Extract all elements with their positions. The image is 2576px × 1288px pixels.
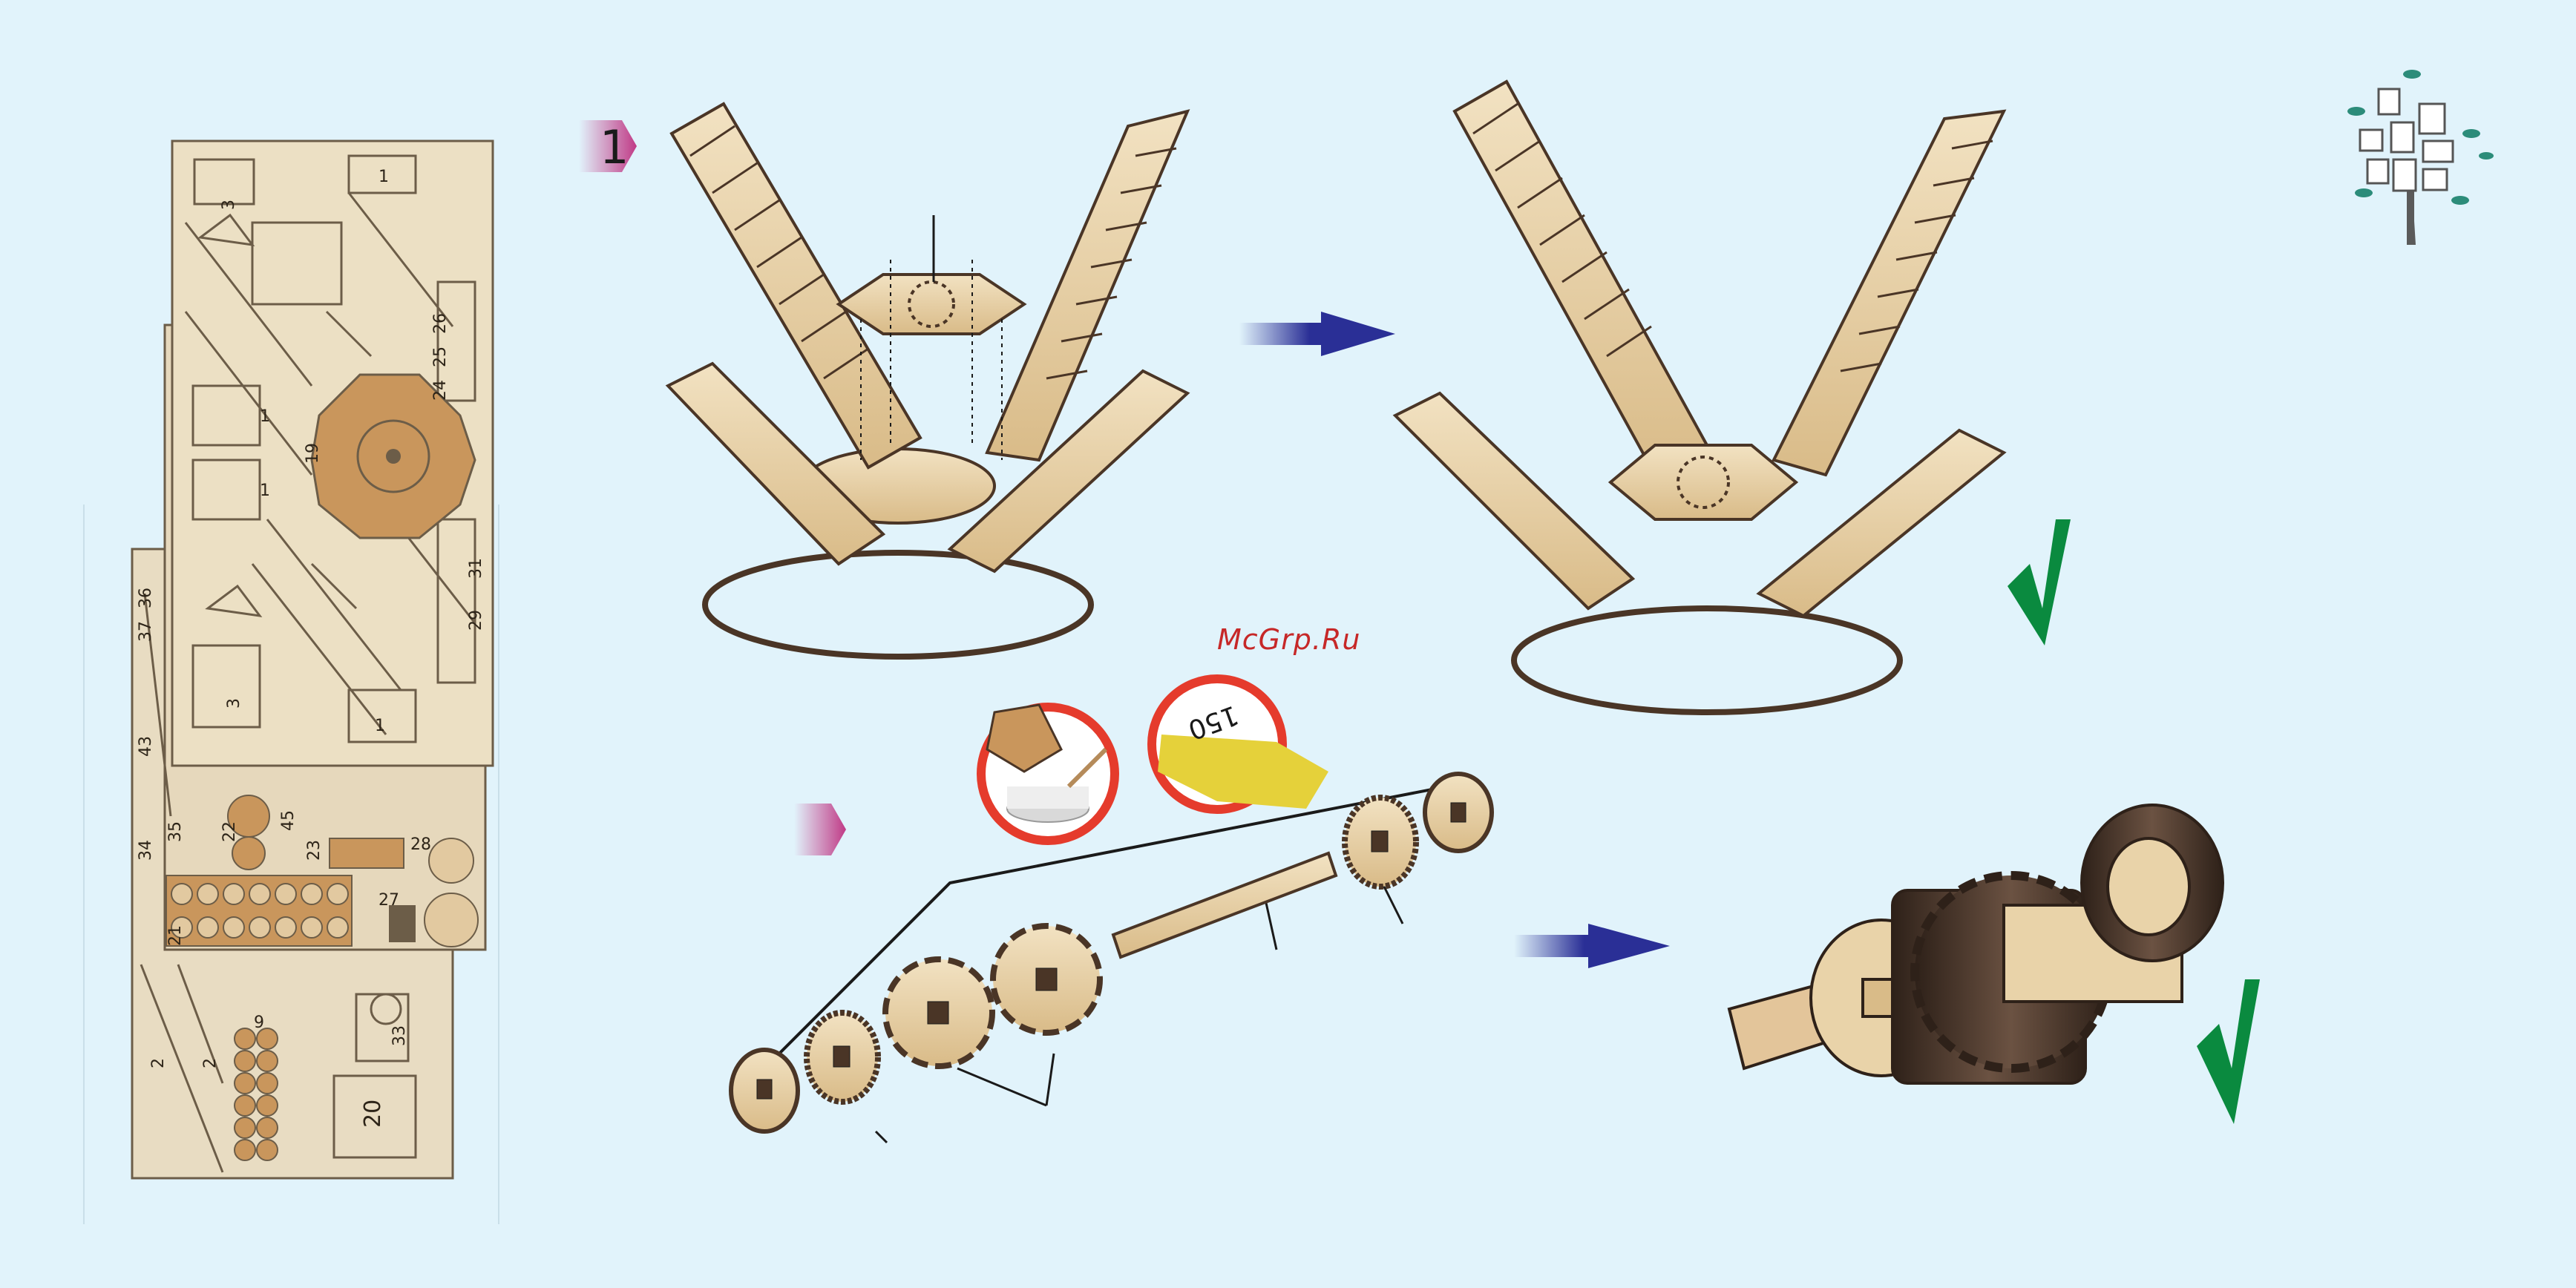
square-shaft: [1113, 853, 1336, 957]
part-label: 22: [220, 821, 239, 842]
step-number: 1: [600, 120, 629, 174]
part-label: 1: [260, 407, 270, 426]
step-marker-secondary: [794, 804, 846, 855]
part-label: 2: [149, 1058, 168, 1068]
sandpaper-150-icon: 150: [1152, 679, 1328, 809]
part-label: 19: [304, 443, 322, 464]
part-label: 45: [279, 810, 298, 831]
gear-shaft-assembled: [1729, 805, 2223, 1083]
family-tree-logo-icon: [2347, 70, 2494, 245]
part-label: 21: [166, 925, 185, 946]
tower-base-exploded: [668, 104, 1187, 657]
part-label: 25: [431, 346, 450, 367]
watermark-text: McGrp.Ru: [1217, 623, 1360, 656]
check-mark-icon: [2008, 519, 2071, 645]
parts-sheets: 3 1 26 25 24 19 1 1 31 29 3 1 36 37 43 3…: [84, 141, 499, 1224]
part-label: 29: [467, 610, 485, 631]
check-mark-icon: [2197, 979, 2260, 1124]
tower-base-assembled: [1395, 82, 2004, 712]
part-label: 27: [378, 891, 399, 910]
right-arrow-icon: [1239, 312, 1395, 356]
part-label: 43: [137, 736, 155, 757]
part-label: 36: [137, 588, 155, 608]
part-label: 1: [378, 168, 389, 186]
part-label: 1: [260, 482, 270, 500]
part-label: 31: [467, 558, 485, 579]
part-label: 26: [431, 313, 450, 334]
part-label: 23: [305, 840, 324, 861]
part-label: 34: [137, 840, 155, 861]
part-label: 33: [390, 1025, 409, 1046]
part-label: 2: [201, 1058, 220, 1068]
part-label: 3: [225, 698, 243, 709]
part-label: 37: [137, 621, 155, 642]
part-label: 35: [166, 821, 185, 842]
part-label: 24: [431, 380, 450, 401]
part-label: 20: [360, 1100, 386, 1128]
glue-pot-icon: [981, 705, 1115, 841]
right-arrow-icon: [1514, 924, 1670, 968]
octagon-plate: [839, 275, 1024, 334]
part-label: 9: [254, 1013, 264, 1032]
part-label: 3: [220, 200, 238, 210]
part-label: 1: [375, 717, 385, 735]
part-label: 28: [410, 835, 431, 854]
